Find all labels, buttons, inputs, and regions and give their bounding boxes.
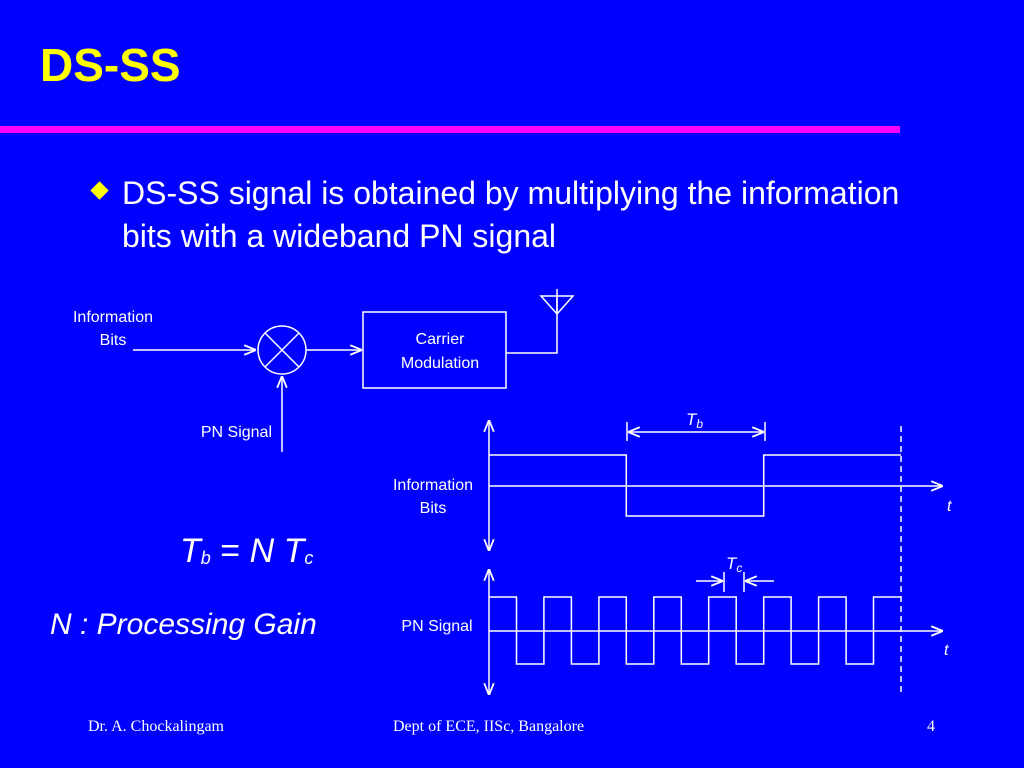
block-diagram: Information Bits PN Signal Carrier Modul… — [73, 289, 575, 452]
processing-gain-note: N : Processing Gain — [50, 608, 317, 641]
modulator-label-line1: Carrier — [416, 331, 466, 348]
footer-page-number: 4 — [927, 718, 935, 735]
title-divider — [0, 126, 900, 133]
pn-waveform-label: PN Signal — [401, 618, 472, 635]
tc-label: Tc — [726, 554, 742, 575]
pn-chip-waveform — [489, 596, 901, 665]
tb-label: Tb — [686, 410, 703, 431]
bit-chip-equation: Tb = N Tc — [180, 532, 314, 570]
multiplier-icon — [257, 325, 307, 375]
info-time-label: t — [947, 498, 952, 515]
input-label-line1: Information — [73, 309, 153, 326]
modulator-label-line2: Modulation — [401, 355, 479, 372]
info-bits-label-line1: Information — [393, 477, 473, 494]
timing-diagram: Information Bits t Tb PN Signal t Tc — [393, 410, 952, 694]
carrier-modulation-box — [362, 311, 507, 389]
footer-author: Dr. A. Chockalingam — [88, 718, 224, 735]
pn-signal-label: PN Signal — [201, 424, 272, 441]
slide-title: DS-SS — [40, 39, 181, 91]
footer-department: Dept of ECE, IISc, Bangalore — [393, 718, 585, 735]
bullet-text: DS-SS signal is obtained by multiplying … — [122, 175, 900, 254]
input-label-line2: Bits — [100, 332, 127, 349]
info-bits-waveform — [489, 454, 901, 517]
info-bits-label-line2: Bits — [420, 500, 447, 517]
pn-time-label: t — [944, 642, 949, 659]
antenna-icon — [539, 289, 575, 316]
